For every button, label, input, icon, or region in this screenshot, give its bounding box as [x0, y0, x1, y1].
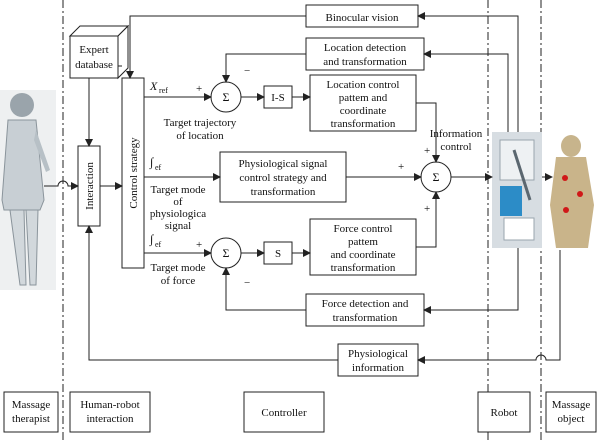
target-force-label: Target mode of force: [151, 262, 206, 287]
svg-text:Σ: Σ: [223, 90, 230, 104]
svg-text:Robot: Robot: [491, 407, 518, 419]
svg-text:and transformation: and transformation: [323, 56, 407, 68]
footer-controller: [243, 391, 325, 433]
target-trajectory-label: Target trajectory of location: [164, 117, 237, 142]
svg-text:Force control: Force control: [334, 223, 393, 235]
signal-lines: [44, 12, 561, 364]
svg-text:database: database: [75, 59, 113, 71]
svg-text:Target mode: Target mode: [151, 262, 206, 274]
svg-text:control: control: [440, 141, 471, 153]
svg-text:Controller: Controller: [261, 407, 307, 419]
svg-text:Expert: Expert: [79, 44, 108, 56]
svg-text:transformation: transformation: [251, 186, 316, 198]
svg-text:transformation: transformation: [333, 312, 398, 324]
svg-text:∫: ∫: [149, 155, 154, 169]
svg-text:ref: ref: [159, 86, 168, 95]
svg-text:Location detection: Location detection: [324, 42, 407, 54]
physiological-control-block: [219, 151, 347, 203]
svg-text:of: of: [173, 196, 183, 208]
robot-photo: [492, 132, 542, 248]
svg-text:physiologica: physiologica: [150, 208, 206, 220]
svg-text:+: +: [196, 83, 202, 95]
svg-text:Information: Information: [430, 128, 483, 140]
svg-text:X: X: [149, 79, 158, 93]
svg-text:−: −: [244, 65, 250, 77]
svg-text:pattem and: pattem and: [339, 92, 388, 104]
force-control-block: [309, 218, 417, 276]
svg-text:Target trajectory: Target trajectory: [164, 117, 237, 129]
target-physio-label: Target mode of physiologica signal: [150, 184, 206, 232]
i-ref-mid-label: ∫ ef: [149, 155, 162, 172]
svg-text:ef: ef: [155, 240, 162, 249]
svg-text:information: information: [352, 362, 404, 374]
sum-junction-bottom: Σ: [210, 237, 242, 269]
svg-text:interaction: interaction: [86, 413, 134, 425]
information-control-label: Information control: [430, 128, 483, 153]
svg-text:Target mode: Target mode: [151, 184, 206, 196]
sum-junction-right: Σ: [420, 161, 452, 193]
svg-text:+: +: [424, 203, 430, 215]
svg-text:I-S: I-S: [271, 92, 284, 104]
footer-massage-therapist: [3, 391, 59, 433]
svg-text:coordinate: coordinate: [340, 105, 387, 117]
svg-text:Binocular vision: Binocular vision: [325, 12, 399, 24]
svg-text:transformation: transformation: [331, 118, 396, 130]
svg-text:of location: of location: [176, 130, 224, 142]
svg-text:Massage: Massage: [552, 399, 591, 411]
svg-text:∫: ∫: [149, 232, 154, 246]
svg-text:Location control: Location control: [326, 79, 399, 91]
massage-therapist-figure: [0, 90, 56, 290]
sum-junction-top: Σ: [210, 81, 242, 113]
svg-text:Interaction: Interaction: [84, 162, 96, 210]
location-control-block: [309, 74, 417, 132]
svg-text:therapist: therapist: [12, 413, 50, 425]
svg-text:pattem: pattem: [348, 236, 378, 248]
svg-text:Σ: Σ: [223, 246, 230, 260]
x-ref-label: X ref: [149, 79, 168, 95]
svg-text:+: +: [398, 161, 404, 173]
footer-massage-object: [545, 391, 597, 433]
svg-text:−: −: [244, 277, 250, 289]
svg-text:Σ: Σ: [433, 170, 440, 184]
footer-human-robot-interaction: [69, 391, 151, 433]
svg-text:of force: of force: [161, 275, 196, 287]
svg-text:signal: signal: [165, 220, 191, 232]
svg-text:Control strategy: Control strategy: [128, 137, 140, 209]
svg-text:Force detection and: Force detection and: [322, 298, 409, 310]
expert-database-block: Expert database: [68, 24, 130, 80]
svg-text:transformation: transformation: [331, 262, 396, 274]
svg-text:S: S: [275, 248, 281, 260]
svg-text:Physiological signal: Physiological signal: [239, 158, 328, 170]
footer-robot: [477, 391, 531, 433]
svg-text:ef: ef: [155, 163, 162, 172]
massage-object-figure: [544, 132, 598, 250]
svg-text:control strategy and: control strategy and: [239, 172, 327, 184]
svg-text:and coordinate: and coordinate: [330, 249, 395, 261]
svg-text:object: object: [558, 413, 585, 425]
svg-text:Human-robot: Human-robot: [80, 399, 139, 411]
svg-text:Massage: Massage: [12, 399, 51, 411]
svg-text:Physiological: Physiological: [348, 348, 408, 360]
svg-text:+: +: [196, 239, 202, 251]
svg-text:+: +: [424, 145, 430, 157]
i-ref-low-label: ∫ ef: [149, 232, 162, 249]
